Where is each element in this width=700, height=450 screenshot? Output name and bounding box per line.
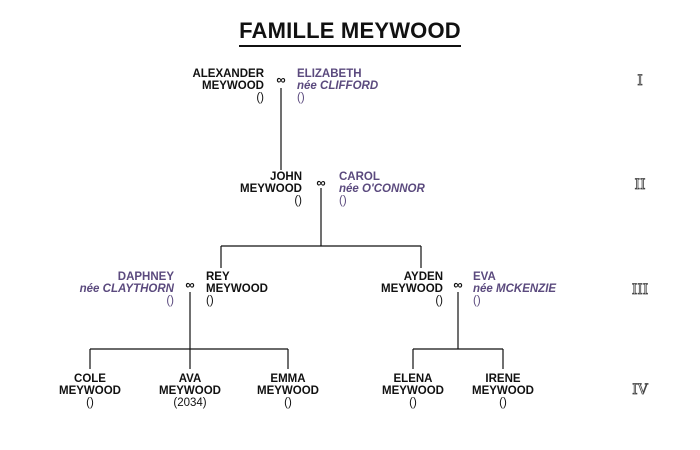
marriage-symbol: ∞ bbox=[276, 72, 286, 87]
maiden-name: née MCKENZIE bbox=[473, 283, 557, 295]
person-emma: EMMA MEYWOOD () bbox=[248, 373, 328, 409]
dates: () bbox=[297, 92, 305, 104]
page-title-text: FAMILLE MEYWOOD bbox=[239, 18, 461, 47]
generation-label-4: IV bbox=[632, 382, 648, 399]
person-ava: AVA MEYWOOD (2034) bbox=[150, 373, 230, 409]
first-name: EMMA bbox=[270, 373, 306, 385]
maiden-name: née O'CONNOR bbox=[339, 183, 425, 195]
generation-label-3: III bbox=[631, 282, 649, 299]
person-irene: IRENE MEYWOOD () bbox=[463, 373, 543, 409]
dates: () bbox=[86, 397, 94, 409]
first-name: EVA bbox=[473, 271, 496, 283]
dates: () bbox=[284, 397, 292, 409]
dates: (2034) bbox=[173, 397, 207, 409]
first-name: ALEXANDER bbox=[192, 68, 264, 80]
last-name: MEYWOOD bbox=[240, 183, 302, 195]
first-name: IRENE bbox=[485, 373, 521, 385]
last-name: MEYWOOD bbox=[381, 283, 443, 295]
person-elizabeth: ELIZABETH née CLIFFORD () bbox=[297, 68, 378, 104]
person-cole: COLE MEYWOOD () bbox=[50, 373, 130, 409]
dates: () bbox=[473, 295, 481, 307]
last-name: MEYWOOD bbox=[59, 385, 121, 397]
person-daphney: DAPHNEY née CLAYTHORN () bbox=[64, 271, 174, 307]
person-eva: EVA née MCKENZIE () bbox=[473, 271, 556, 307]
maiden-name: née CLAYTHORN bbox=[79, 283, 174, 295]
maiden-name: née CLIFFORD bbox=[297, 80, 379, 92]
first-name: AYDEN bbox=[403, 271, 443, 283]
page-title: FAMILLE MEYWOOD bbox=[0, 18, 700, 47]
person-john: JOHN MEYWOOD () bbox=[220, 171, 302, 207]
marriage-symbol: ∞ bbox=[453, 277, 463, 292]
dates: () bbox=[435, 295, 443, 307]
first-name: AVA bbox=[178, 373, 202, 385]
first-name: ELIZABETH bbox=[297, 68, 362, 80]
first-name: COLE bbox=[74, 373, 106, 385]
first-name: DAPHNEY bbox=[117, 271, 174, 283]
person-alexander: ALEXANDER MEYWOOD () bbox=[160, 68, 264, 104]
marriage-symbol: ∞ bbox=[316, 175, 326, 190]
dates: () bbox=[294, 195, 302, 207]
person-elena: ELENA MEYWOOD () bbox=[373, 373, 453, 409]
generation-label-2: II bbox=[634, 177, 646, 194]
dates: () bbox=[339, 195, 347, 207]
person-carol: CAROL née O'CONNOR () bbox=[339, 171, 425, 207]
first-name: ELENA bbox=[393, 373, 433, 385]
marriage-symbol: ∞ bbox=[185, 277, 195, 292]
last-name: MEYWOOD bbox=[202, 80, 264, 92]
generation-label-1: I bbox=[637, 73, 643, 90]
last-name: MEYWOOD bbox=[472, 385, 534, 397]
last-name: MEYWOOD bbox=[206, 283, 268, 295]
first-name: REY bbox=[206, 271, 230, 283]
dates: () bbox=[166, 295, 174, 307]
first-name: CAROL bbox=[339, 171, 380, 183]
dates: () bbox=[256, 92, 264, 104]
person-ayden: AYDEN MEYWOOD () bbox=[360, 271, 443, 307]
dates: () bbox=[499, 397, 507, 409]
last-name: MEYWOOD bbox=[159, 385, 221, 397]
last-name: MEYWOOD bbox=[382, 385, 444, 397]
last-name: MEYWOOD bbox=[257, 385, 319, 397]
first-name: JOHN bbox=[270, 171, 302, 183]
person-rey: REY MEYWOOD () bbox=[206, 271, 268, 307]
dates: () bbox=[409, 397, 417, 409]
dates: () bbox=[206, 295, 214, 307]
